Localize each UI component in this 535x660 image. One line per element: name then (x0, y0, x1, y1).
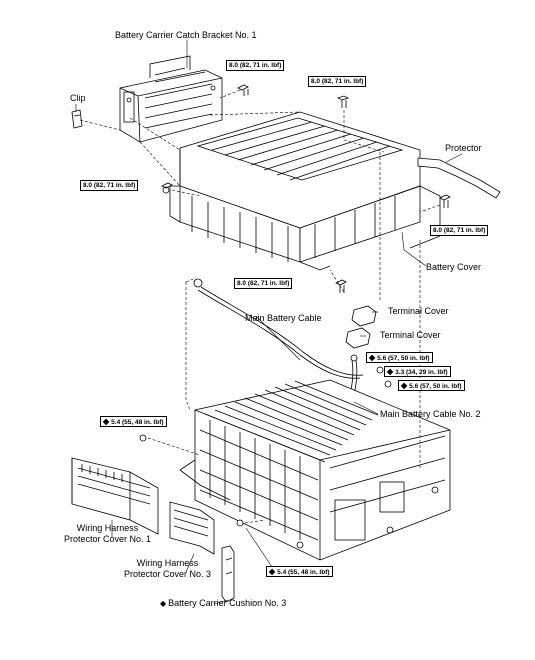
label-terminal-cover-2: Terminal Cover (380, 330, 441, 340)
torque-terminal-a-value: 5.6 (57, 50 in. lbf) (377, 355, 430, 362)
marker-diamond: ◆ (401, 381, 408, 390)
label-catch-bracket: Battery Carrier Catch Bracket No. 1 (115, 30, 257, 40)
label-harness-cover-1: Wiring Harness Protector Cover No. 1 (64, 523, 152, 544)
marker-diamond: ◆ (369, 353, 376, 362)
label-harness-cover-3: Wiring Harness Protector Cover No. 3 (124, 558, 212, 579)
torque-cover-left-bolt: 8.0 (82, 71 in. lbf) (80, 180, 139, 191)
torque-bracket-bolt: 8.0 (82, 71 in. lbf) (226, 60, 285, 71)
protector-shape (417, 157, 501, 199)
harness-cover-3-shape (169, 501, 215, 555)
marker-diamond: ◆ (103, 417, 110, 426)
bolts-top (161, 84, 451, 293)
torque-cover-right-bolt: 8.0 (82, 71 in. lbf) (430, 225, 489, 236)
torque-terminal-c: ◆5.6 (57, 50 in. lbf) (398, 380, 465, 391)
terminal-covers (345, 305, 377, 349)
torque-cover-bottom-bolt: 8.0 (82, 71 in. lbf) (234, 278, 293, 289)
battery-cover-shape (169, 111, 441, 271)
label-protector: Protector (445, 143, 482, 153)
battery-assembly-shape (179, 379, 451, 561)
leader-lines (75, 40, 463, 605)
torque-harness-bottom-value: 5.4 (55, 48 in. lbf) (277, 569, 330, 576)
torque-terminal-b-value: 3.3 (34, 29 in. lbf) (395, 369, 448, 376)
catch-bracket-shape (119, 55, 223, 143)
label-battery-cover: Battery Cover (426, 262, 482, 272)
torque-terminal-c-value: 5.6 (57, 50 in. lbf) (409, 383, 462, 390)
label-main-battery-cable: Main Battery Cable (245, 313, 322, 323)
torque-cover-top-bolt: 8.0 (82, 71 in. lbf) (308, 76, 367, 87)
label-cushion-text: Battery Carrier Cushion No. 3 (168, 598, 287, 608)
bolts-battery (139, 354, 392, 527)
torque-harness-left: ◆5.4 (55, 48 in. lbf) (100, 416, 167, 427)
torque-harness-left-value: 5.4 (55, 48 in. lbf) (111, 419, 164, 426)
marker-diamond: ◆ (387, 367, 394, 376)
label-clip: Clip (70, 93, 86, 103)
marker-diamond: ◆ (160, 599, 167, 608)
marker-diamond: ◆ (269, 567, 276, 576)
label-cushion: ◆Battery Carrier Cushion No. 3 (160, 598, 286, 609)
torque-terminal-a: ◆5.6 (57, 50 in. lbf) (366, 352, 433, 363)
torque-harness-bottom: ◆5.4 (55, 48 in. lbf) (266, 566, 333, 577)
label-main-battery-cable-2: Main Battery Cable No. 2 (380, 409, 481, 419)
main-cable-shape (193, 278, 364, 379)
harness-cover-1-shape (71, 457, 159, 535)
cushion-shape (221, 545, 235, 603)
torque-terminal-b: ◆3.3 (34, 29 in. lbf) (384, 366, 451, 377)
clip-shape (71, 109, 83, 129)
label-terminal-cover-1: Terminal Cover (388, 306, 449, 316)
